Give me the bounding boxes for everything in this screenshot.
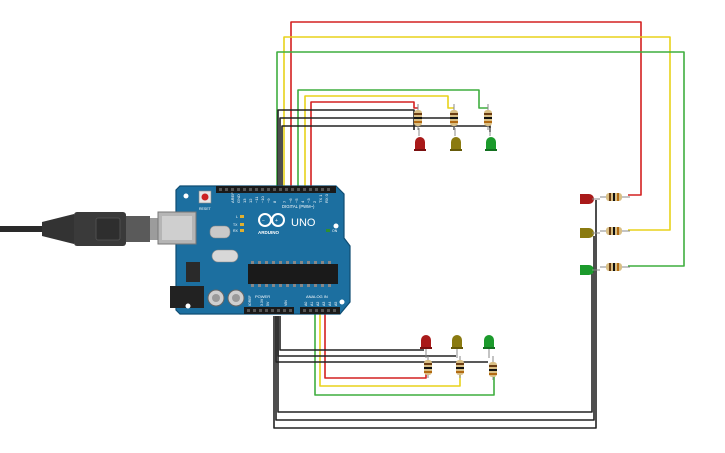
green-wire-top-light[interactable]: [297, 89, 488, 192]
mounting-hole: [339, 299, 345, 305]
pin-4-label: 4: [300, 200, 305, 203]
ground-wire-top-yellow[interactable]: [279, 117, 455, 192]
pin-7-label: 7: [282, 200, 287, 203]
pin-5-label: ~5: [294, 198, 299, 203]
pin-12-label: 12: [248, 198, 253, 203]
pin-6-label: ~6: [288, 198, 293, 203]
logo-plus-glyph: +: [275, 218, 278, 224]
tx-led-label: TX: [233, 223, 238, 227]
resistor[interactable]: [600, 227, 630, 235]
pin-a4-label: A4: [328, 302, 332, 306]
gnd-label: GND: [236, 194, 241, 203]
pin-a2-label: A2: [316, 302, 320, 306]
rx-led-indicator: [240, 229, 244, 232]
voltage-regulator: [186, 262, 200, 282]
red-wire-right-light[interactable]: [290, 21, 642, 196]
arduino-brand-label: ARDUINO: [258, 230, 279, 235]
resistor[interactable]: [600, 263, 630, 271]
mounting-hole: [185, 303, 191, 309]
pin-5v-label: 5V: [266, 301, 270, 306]
resistor[interactable]: [489, 356, 497, 380]
led-green[interactable]: [485, 128, 497, 151]
on-led-indicator: [326, 229, 330, 232]
resistor[interactable]: [424, 356, 432, 378]
mounting-hole: [333, 223, 339, 229]
l-led-indicator: [240, 215, 244, 218]
ground-wire-right-yellow[interactable]: [275, 236, 595, 421]
reset-label: RESET: [199, 207, 212, 211]
pin-2-label: 2: [312, 200, 317, 203]
red-wire-top-light[interactable]: [310, 101, 418, 192]
usb-plug-collar: [126, 216, 150, 242]
on-led-label: ON: [332, 229, 338, 233]
yellow-wire-right-light[interactable]: [283, 36, 671, 231]
digital-header-label: DIGITAL (PWM~): [282, 204, 315, 209]
capacitor-1-top: [212, 294, 220, 302]
led-green[interactable]: [483, 335, 495, 358]
ground-wire-right-green[interactable]: [277, 272, 593, 413]
uno-model-label: UNO: [291, 217, 316, 229]
usb-connector-tip: [150, 218, 160, 240]
top-traffic-light: [414, 104, 497, 151]
usb-plug-grip: [95, 217, 121, 241]
aref-label: AREF: [230, 192, 235, 203]
yellow-wire-top-light[interactable]: [304, 95, 454, 192]
resistor[interactable]: [600, 193, 630, 201]
bottom-traffic-light: [420, 335, 497, 380]
resistor[interactable]: [450, 104, 458, 130]
pin-a5-label: A5: [334, 302, 338, 306]
pin-10-label: ~10: [260, 195, 265, 203]
green-wire-right-light[interactable]: [276, 51, 685, 267]
pin-a0-label: A0: [304, 302, 308, 306]
led-yellow[interactable]: [450, 128, 462, 151]
dc-power-jack[interactable]: [170, 286, 204, 308]
led-yellow[interactable]: [451, 335, 463, 358]
rx-led-label: RX: [233, 229, 239, 233]
power-pin-header[interactable]: [244, 307, 294, 314]
atmega-chip: [248, 264, 338, 284]
arduino-logo: − +: [258, 213, 285, 227]
pin-11-label: ~11: [254, 196, 259, 203]
resistor[interactable]: [456, 356, 464, 378]
usb-socket-inner: [162, 216, 192, 240]
reset-button-cap: [201, 193, 209, 201]
mounting-hole: [183, 193, 189, 199]
ceramic-resonator: [211, 249, 239, 263]
pin-3-label: ~3: [306, 198, 311, 203]
analog-header-label: ANALOG IN: [306, 294, 328, 299]
pin-8-label: 8: [272, 200, 277, 203]
pin-3v3-label: 3.3V: [260, 298, 264, 306]
pin-vin-label: VIN: [284, 300, 288, 306]
led-yellow[interactable]: [580, 228, 600, 238]
tx-led-indicator: [240, 223, 244, 226]
ground-wire-top-green[interactable]: [281, 125, 491, 192]
pin-9-label: ~9: [266, 198, 271, 203]
pin-a1-label: A1: [310, 302, 314, 306]
led-red[interactable]: [580, 194, 600, 204]
power-header-label: POWER: [255, 294, 270, 299]
resistor[interactable]: [484, 104, 492, 130]
usb-cable[interactable]: [0, 212, 160, 246]
pin-13-label: 13: [242, 198, 247, 203]
arduino-board[interactable]: RESET AREF GND 13 12 ~11 ~10 ~9 8 7 ~6: [157, 185, 351, 315]
pin-tx-label: TX 1: [318, 194, 323, 203]
usb-cable-cord: [0, 226, 42, 232]
analog-pin-header[interactable]: [300, 307, 340, 314]
pin-a3-label: A3: [322, 302, 326, 306]
crystal-oscillator: [209, 225, 231, 239]
usb-strain-relief: [42, 214, 74, 244]
led-red[interactable]: [414, 128, 426, 151]
led-green[interactable]: [580, 265, 600, 275]
pin-ioref-label: IOREF: [248, 295, 252, 306]
led-red[interactable]: [420, 335, 432, 358]
right-traffic-light: [580, 193, 630, 275]
resistor[interactable]: [414, 104, 422, 130]
ground-wire-bottom-red[interactable]: [279, 316, 424, 351]
capacitor-2-top: [232, 294, 240, 302]
pin-rx-label: RX 0: [324, 193, 329, 203]
l-led-label: L: [236, 215, 238, 219]
ground-wire-right-red[interactable]: [273, 200, 597, 429]
logo-minus-glyph: −: [262, 218, 265, 224]
